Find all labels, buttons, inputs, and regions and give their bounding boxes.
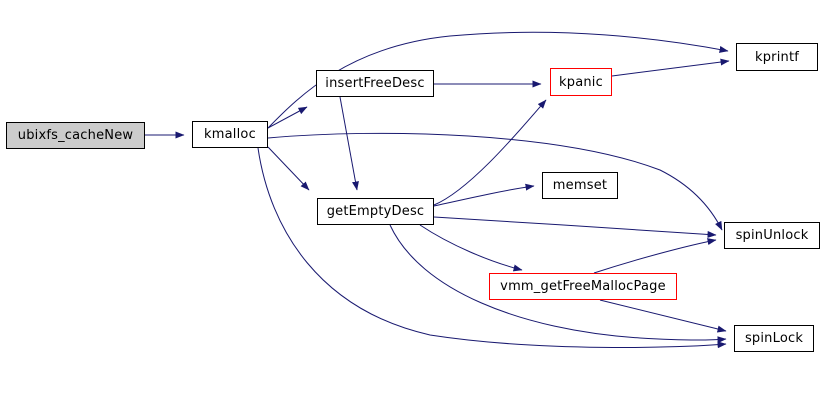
graph-node-kmalloc[interactable]: kmalloc — [192, 121, 268, 148]
graph-node-spinLock[interactable]: spinLock — [734, 325, 814, 352]
graph-node-memset[interactable]: memset — [542, 172, 618, 199]
graph-node-label: spinLock — [744, 331, 804, 346]
edge-path-group — [145, 31, 730, 349]
graph-node-label: kmalloc — [204, 127, 256, 142]
graph-node-getEmptyDesc[interactable]: getEmptyDesc — [317, 198, 434, 225]
graph-node-kprintf[interactable]: kprintf — [736, 43, 818, 71]
call-edge-kpanic-to-kprintf — [611, 58, 730, 77]
graph-node-label: kpanic — [559, 74, 603, 90]
graph-node-label: memset — [552, 178, 608, 193]
graph-node-spinUnlock[interactable]: spinUnlock — [724, 222, 820, 249]
graph-node-label: ubixfs_cacheNew — [17, 128, 134, 143]
graph-node-ubixfs_cacheNew[interactable]: ubixfs_cacheNew — [6, 122, 145, 149]
graph-node-label: spinUnlock — [735, 228, 809, 243]
call-edge-getEmptyDesc-to-vmm_getFreeMallocPage — [419, 224, 523, 272]
graph-node-label: insertFreeDesc — [325, 76, 425, 91]
graph-node-kpanic[interactable]: kpanic — [550, 68, 612, 96]
graph-node-label: getEmptyDesc — [326, 204, 425, 219]
call-edge-kmalloc-to-getEmptyDesc — [267, 146, 310, 191]
graph-node-vmm_getFreeMallocPage[interactable]: vmm_getFreeMallocPage — [489, 273, 677, 300]
graph-node-label: kprintf — [754, 49, 800, 65]
call-edge-getEmptyDesc-to-memset — [433, 183, 535, 207]
call-edge-getEmptyDesc-to-kpanic — [433, 99, 547, 206]
call-edge-getEmptyDesc-to-spinLock — [389, 224, 727, 344]
call-edge-vmm_getFreeMallocPage-to-spinUnlock — [593, 238, 717, 274]
call-edge-kmalloc-to-kprintf — [267, 31, 729, 129]
call-edge-insertFreeDesc-to-getEmptyDesc — [339, 96, 359, 191]
call-edge-kmalloc-to-insertFreeDesc — [267, 106, 308, 129]
graph-node-insertFreeDesc[interactable]: insertFreeDesc — [316, 70, 434, 97]
call-edge-vmm_getFreeMallocPage-to-spinLock — [599, 299, 727, 333]
call-edge-kmalloc-to-spinLock — [257, 147, 727, 349]
call-edge-getEmptyDesc-to-spinUnlock — [433, 216, 717, 238]
graph-node-label: vmm_getFreeMallocPage — [500, 279, 666, 294]
call-edge-kmalloc-to-spinUnlock — [267, 132, 723, 231]
